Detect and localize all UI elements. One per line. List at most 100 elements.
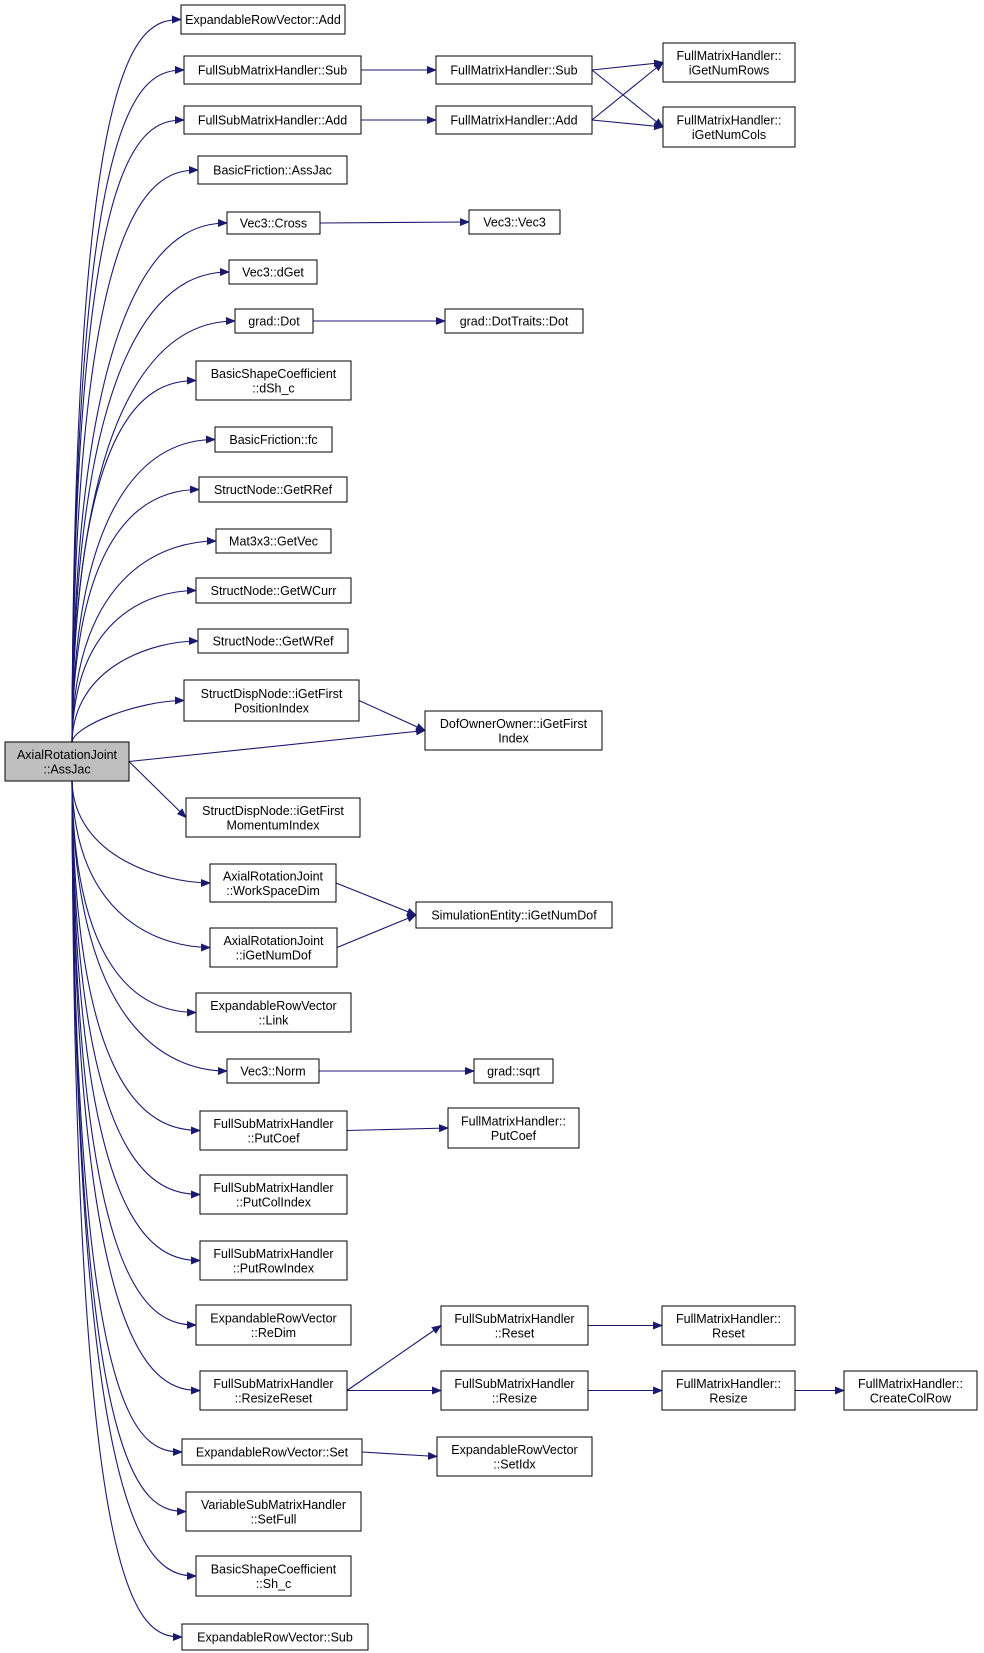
node-basicshapecoefficient-sh-c[interactable]: BasicShapeCoefficient::Sh_c <box>195 1555 352 1597</box>
node-label: ::Reset <box>495 1326 535 1340</box>
edge-fullmatrixhandler-add-to-fullmatrixhandler-igetnumrows <box>591 61 664 121</box>
node-grad-dot[interactable]: grad::Dot <box>234 308 314 334</box>
node-mat3x3-getvec[interactable]: Mat3x3::GetVec <box>215 528 332 554</box>
node-fullmatrixhandler-add[interactable]: FullMatrixHandler::Add <box>435 105 593 135</box>
node-box <box>436 1436 593 1477</box>
node-fullsubmatrixhandler-sub[interactable]: FullSubMatrixHandler::Sub <box>183 55 362 85</box>
node-box <box>195 1304 352 1346</box>
node-fullmatrixhandler-igetnumcols[interactable]: FullMatrixHandler::iGetNumCols <box>662 106 796 148</box>
node-label: VariableSubMatrixHandler <box>201 1498 346 1512</box>
node-grad-dottraits-dot[interactable]: grad::DotTraits::Dot <box>444 308 584 334</box>
node-grad-sqrt[interactable]: grad::sqrt <box>473 1058 554 1084</box>
edge-axialrotationjoint-assjac-to-expandablerowvector-redim <box>71 780 197 1329</box>
node-box <box>197 155 348 185</box>
node-expandablerowvector-link[interactable]: ExpandableRowVector::Link <box>195 992 352 1033</box>
node-box <box>181 1623 369 1651</box>
node-box <box>209 863 337 903</box>
node-label: iGetNumRows <box>689 63 770 77</box>
node-box <box>209 927 338 968</box>
edge-axialrotationjoint-assjac-to-structdispnode-igetfirstmomentumindex <box>128 761 187 819</box>
node-label: PutCoef <box>491 1129 537 1143</box>
node-box <box>185 797 361 838</box>
node-label: Vec3::Cross <box>240 217 307 231</box>
node-label: FullSubMatrixHandler <box>213 1247 333 1261</box>
node-label: ExpandableRowVector::Sub <box>197 1631 353 1645</box>
node-structnode-getwref[interactable]: StructNode::GetWRef <box>197 628 349 654</box>
node-box <box>199 1110 348 1151</box>
node-vec3-cross[interactable]: Vec3::Cross <box>226 211 321 235</box>
node-box <box>440 1305 589 1346</box>
node-box <box>843 1370 978 1411</box>
node-label: BasicShapeCoefficient <box>211 367 337 381</box>
node-expandablerowvector-redim[interactable]: ExpandableRowVector::ReDim <box>195 1304 352 1346</box>
node-axialrotationjoint-igetnumdof[interactable]: AxialRotationJoint::iGetNumDof <box>209 927 338 968</box>
node-label: ::PutColIndex <box>236 1195 312 1209</box>
node-vec3-norm[interactable]: Vec3::Norm <box>226 1058 320 1084</box>
node-box <box>215 528 332 554</box>
node-fullmatrixhandler-resize[interactable]: FullMatrixHandler::Resize <box>661 1370 796 1411</box>
node-expandablerowvector-add[interactable]: ExpandableRowVector::Add <box>180 4 346 35</box>
node-label: ::PutRowIndex <box>233 1261 315 1275</box>
edge-axialrotationjoint-assjac-to-basicshapecoefficient-dsh-c <box>71 376 197 743</box>
node-expandablerowvector-set[interactable]: ExpandableRowVector::Set <box>181 1438 363 1466</box>
node-basicshapecoefficient-dsh-c[interactable]: BasicShapeCoefficient::dSh_c <box>195 360 352 401</box>
edge-fullmatrixhandler-sub-to-fullmatrixhandler-igetnumcols <box>591 69 664 128</box>
node-label: ExpandableRowVector <box>210 999 336 1013</box>
node-vec3-vec3[interactable]: Vec3::Vec3 <box>468 209 561 235</box>
node-label: StructNode::GetWCurr <box>211 584 337 598</box>
node-fullsubmatrixhandler-putrowindex[interactable]: FullSubMatrixHandler::PutRowIndex <box>199 1240 348 1281</box>
edge-axialrotationjoint-assjac-to-fullsubmatrixhandler-putcoef <box>71 780 201 1135</box>
edge-axialrotationjoint-assjac-to-basicshapecoefficient-sh-c <box>71 780 197 1580</box>
node-fullsubmatrixhandler-putcolindex[interactable]: FullSubMatrixHandler::PutColIndex <box>199 1174 348 1215</box>
node-variablesubmatrixhandler-setfull[interactable]: VariableSubMatrixHandler::SetFull <box>185 1491 362 1532</box>
node-box <box>183 55 362 85</box>
node-structnode-getrref[interactable]: StructNode::GetRRef <box>198 476 348 503</box>
node-box <box>185 1491 362 1532</box>
node-fullsubmatrixhandler-putcoef[interactable]: FullSubMatrixHandler::PutCoef <box>199 1110 348 1151</box>
edge-structdispnode-igetfirstpositionindex-to-dofownerowner-igetfirstindex <box>358 699 426 732</box>
node-label: Reset <box>712 1326 745 1340</box>
node-fullsubmatrixhandler-reset[interactable]: FullSubMatrixHandler::Reset <box>440 1305 589 1346</box>
node-fullmatrixhandler-createcolrow[interactable]: FullMatrixHandler::CreateColRow <box>843 1370 978 1411</box>
node-fullsubmatrixhandler-resize[interactable]: FullSubMatrixHandler::Resize <box>440 1370 589 1411</box>
node-label: ::SetFull <box>251 1512 297 1526</box>
node-box <box>180 4 346 35</box>
node-box <box>424 710 603 751</box>
node-fullmatrixhandler-reset[interactable]: FullMatrixHandler::Reset <box>661 1305 796 1346</box>
node-label: FullMatrixHandler:: <box>676 1377 781 1391</box>
node-label: StructDispNode::iGetFirst <box>202 804 344 818</box>
node-fullmatrixhandler-sub[interactable]: FullMatrixHandler::Sub <box>435 55 593 85</box>
node-label: FullMatrixHandler:: <box>461 1114 566 1128</box>
node-fullmatrixhandler-putcoef[interactable]: FullMatrixHandler::PutCoef <box>447 1107 580 1149</box>
node-box <box>226 1058 320 1084</box>
node-label: Vec3::dGet <box>242 266 304 280</box>
node-box <box>662 42 796 83</box>
edge-axialrotationjoint-assjac-to-structnode-getwcurr <box>71 586 197 743</box>
node-label: FullSubMatrixHandler <box>454 1377 574 1391</box>
node-label: Mat3x3::GetVec <box>229 535 318 549</box>
root-node-axialrotationjoint-assjac[interactable]: AxialRotationJoint::AssJac <box>4 741 130 782</box>
node-basicfriction-assjac[interactable]: BasicFriction::AssJac <box>197 155 348 185</box>
node-label: Vec3::Vec3 <box>483 216 546 230</box>
node-basicfriction-fc[interactable]: BasicFriction::fc <box>214 426 333 453</box>
edge-axialrotationjoint-assjac-to-fullsubmatrixhandler-sub <box>71 66 185 743</box>
node-expandablerowvector-sub[interactable]: ExpandableRowVector::Sub <box>181 1623 369 1651</box>
node-expandablerowvector-setidx[interactable]: ExpandableRowVector::SetIdx <box>436 1436 593 1477</box>
node-fullsubmatrixhandler-resizereset[interactable]: FullSubMatrixHandler::ResizeReset <box>199 1370 348 1411</box>
node-box <box>226 211 321 235</box>
node-box <box>661 1305 796 1346</box>
node-box <box>435 105 593 135</box>
node-fullmatrixhandler-igetnumrows[interactable]: FullMatrixHandler::iGetNumRows <box>662 42 796 83</box>
node-axialrotationjoint-workspacedim[interactable]: AxialRotationJoint::WorkSpaceDim <box>209 863 337 903</box>
node-simulationentity-igetnumdof[interactable]: SimulationEntity::iGetNumDof <box>415 901 613 929</box>
node-box <box>447 1107 580 1149</box>
node-structnode-getwcurr[interactable]: StructNode::GetWCurr <box>195 577 352 604</box>
node-label: StructNode::GetWRef <box>213 635 334 649</box>
node-fullsubmatrixhandler-add[interactable]: FullSubMatrixHandler::Add <box>183 105 362 135</box>
node-vec3-dget[interactable]: Vec3::dGet <box>228 259 318 285</box>
node-label: StructNode::GetRRef <box>214 483 333 497</box>
node-box <box>415 901 613 929</box>
